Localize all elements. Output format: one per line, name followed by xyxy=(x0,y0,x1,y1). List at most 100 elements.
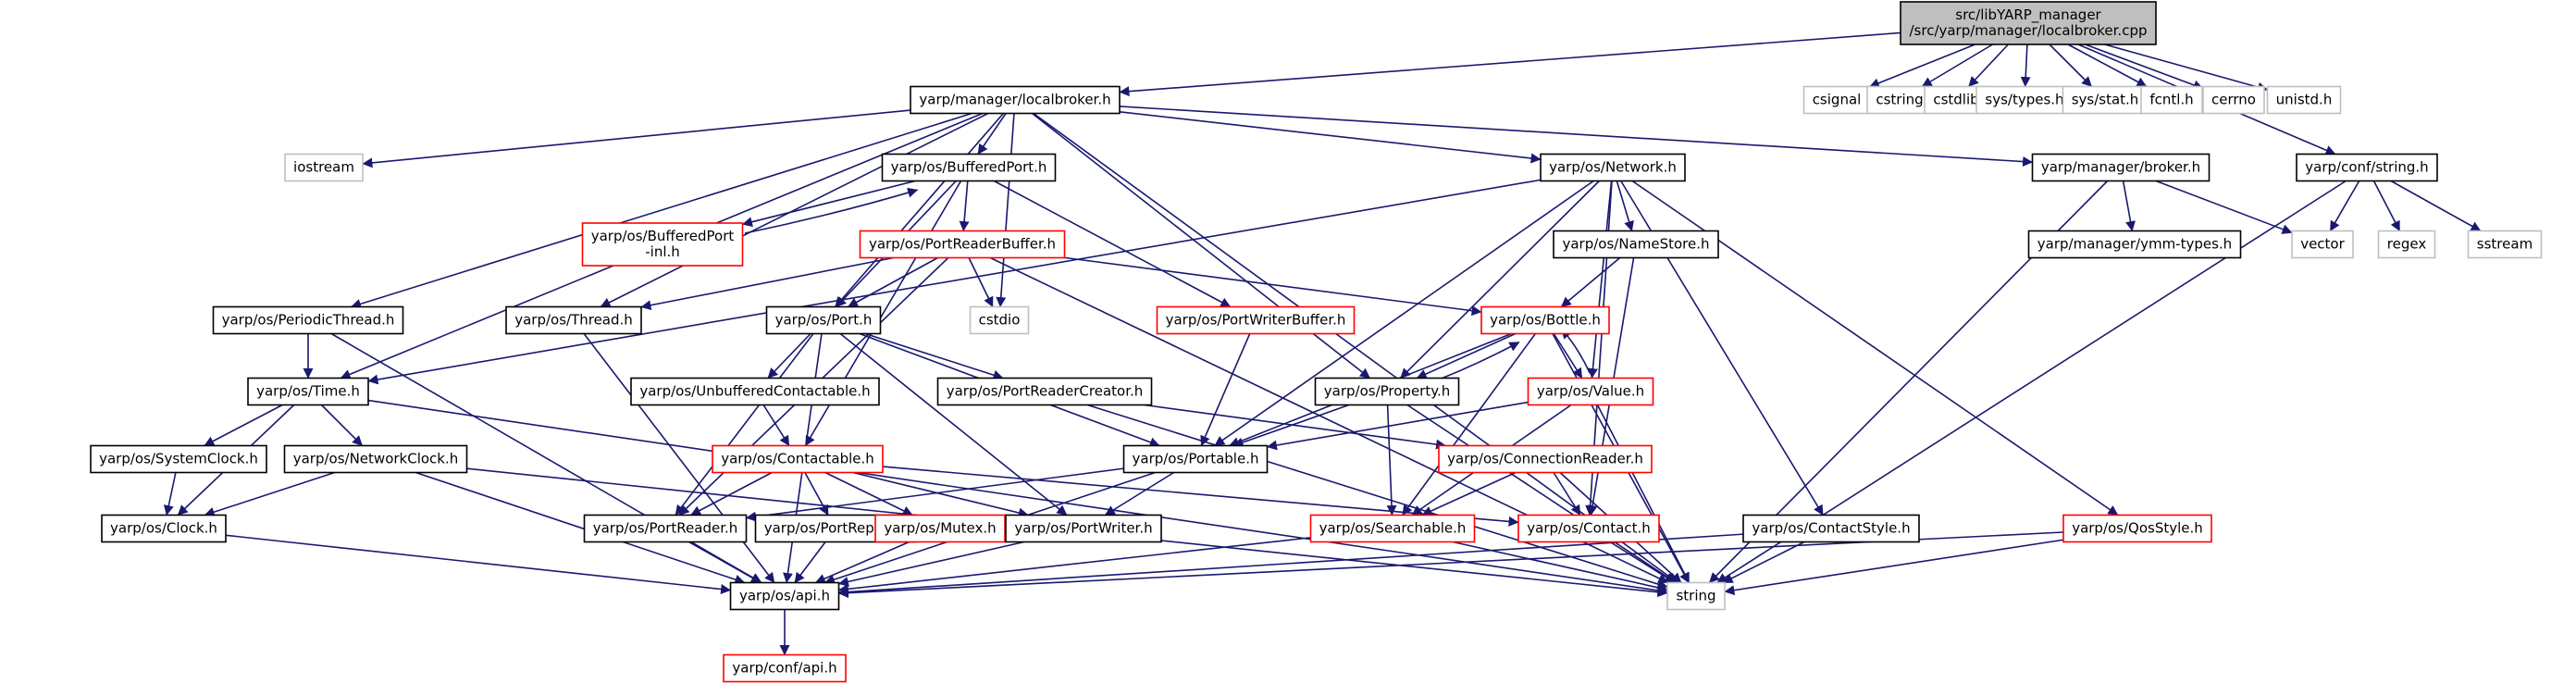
node-qosstyle[interactable]: yarp/os/QosStyle.h xyxy=(2062,514,2212,543)
edge-broker-to-vector xyxy=(2155,180,2293,234)
node-port[interactable]: yarp/os/Port.h xyxy=(765,305,882,335)
node-portwriter[interactable]: yarp/os/PortWriter.h xyxy=(1005,514,1162,543)
node-box xyxy=(2062,85,2149,115)
node-label: cstring xyxy=(1876,92,1923,108)
node-label: yarp/manager/ymm-types.h xyxy=(2037,236,2232,253)
node-label: -inl.h xyxy=(645,243,680,260)
edge-conf_string-to-regex xyxy=(2372,180,2401,231)
node-sstream: sstream xyxy=(2467,230,2543,259)
node-label: yarp/os/Mutex.h xyxy=(884,520,996,537)
edge-localbroker_h-to-network xyxy=(1119,110,1542,164)
node-box xyxy=(1802,85,1871,115)
node-box xyxy=(581,222,744,267)
node-label: yarp/os/Value.h xyxy=(1537,383,1644,400)
node-label: sstream xyxy=(2477,236,2533,253)
edge-connectionreader-to-contact xyxy=(1553,472,1581,516)
node-api[interactable]: yarp/os/api.h xyxy=(729,581,840,611)
node-label: yarp/os/Contactable.h xyxy=(721,451,874,467)
node-thread[interactable]: yarp/os/Thread.h xyxy=(505,305,642,335)
node-box xyxy=(2140,85,2203,115)
node-searchable[interactable]: yarp/os/Searchable.h xyxy=(1309,514,1476,543)
node-connectionreader[interactable]: yarp/os/ConnectionReader.h xyxy=(1438,444,1653,474)
node-label: vector xyxy=(2300,236,2345,253)
edge-localbroker_h-to-periodicthread xyxy=(351,112,972,309)
edge-searchable-to-api xyxy=(837,537,1311,594)
node-label: yarp/os/Network.h xyxy=(1549,159,1677,176)
node-ymm-types[interactable]: yarp/manager/ymm-types.h xyxy=(2027,230,2242,259)
edge-conf_string-to-sstream xyxy=(2390,180,2482,232)
edge-contactable-to-portreader xyxy=(690,471,773,516)
edge-value-to-string xyxy=(1596,404,1690,583)
node-box xyxy=(859,230,1066,259)
node-clock[interactable]: yarp/os/Clock.h xyxy=(101,514,227,543)
node-portreadercreator[interactable]: yarp/os/PortReaderCreator.h xyxy=(936,377,1153,406)
node-contactable[interactable]: yarp/os/Contactable.h xyxy=(712,444,884,474)
edge-localbroker_h-to-port xyxy=(835,112,1004,308)
node-localbroker-h[interactable]: yarp/manager/localbroker.h xyxy=(910,85,1121,115)
edge-time-to-string xyxy=(367,399,1668,596)
node-label: /src/yarp/manager/localbroker.cpp xyxy=(1909,22,2147,39)
node-box xyxy=(1005,514,1162,543)
node-portreader[interactable]: yarp/os/PortReader.h xyxy=(583,514,748,543)
node-label: yarp/conf/string.h xyxy=(2305,159,2428,176)
node-namestore[interactable]: yarp/os/NameStore.h xyxy=(1553,230,1719,259)
node-label: cerrno xyxy=(2211,92,2256,108)
node-time[interactable]: yarp/os/Time.h xyxy=(247,377,369,406)
node-network[interactable]: yarp/os/Network.h xyxy=(1540,153,1686,182)
node-unbufferedcontactable[interactable]: yarp/os/UnbufferedContactable.h xyxy=(630,377,880,406)
edge-time-to-networkclock xyxy=(320,404,364,447)
node-property[interactable]: yarp/os/Property.h xyxy=(1314,377,1460,406)
node-conf-string[interactable]: yarp/conf/string.h xyxy=(2296,153,2438,182)
node-conf-api[interactable]: yarp/conf/api.h xyxy=(723,653,847,683)
node-label: yarp/os/PortReaderBuffer.h xyxy=(869,236,1056,253)
edge-bufferedport_inl-to-bufferedport xyxy=(744,187,919,234)
node-box xyxy=(1527,377,1654,406)
node-box xyxy=(1438,444,1653,474)
node-mutex[interactable]: yarp/os/Mutex.h xyxy=(874,514,1006,543)
node-periodicthread[interactable]: yarp/os/PeriodicThread.h xyxy=(212,305,404,335)
node-label: yarp/os/BufferedPort xyxy=(591,228,735,244)
node-label: yarp/os/PortWriterBuffer.h xyxy=(1166,312,1346,329)
node-box xyxy=(1553,230,1719,259)
node-box xyxy=(729,581,840,611)
node-contact[interactable]: yarp/os/Contact.h xyxy=(1517,514,1660,543)
node-broker[interactable]: yarp/manager/broker.h xyxy=(2031,153,2211,182)
node-portable[interactable]: yarp/os/Portable.h xyxy=(1122,444,1269,474)
node-box xyxy=(283,444,468,474)
node-value[interactable]: yarp/os/Value.h xyxy=(1527,377,1654,406)
node-label: yarp/os/NameStore.h xyxy=(1562,236,1709,253)
node-networkclock[interactable]: yarp/os/NetworkClock.h xyxy=(283,444,468,474)
node-label: yarp/os/api.h xyxy=(739,588,830,604)
edge-portreaderbuffer-to-port xyxy=(848,256,938,308)
edge-conf_string-to-vector xyxy=(2329,180,2360,231)
node-bottle[interactable]: yarp/os/Bottle.h xyxy=(1480,305,1610,335)
edge-network-to-portable xyxy=(1214,180,1594,447)
edge-bottle-to-property xyxy=(1416,332,1517,379)
node-root[interactable]: src/libYARP_manager/src/yarp/manager/loc… xyxy=(1900,1,2157,45)
edge-portreadercreator-to-string xyxy=(1086,404,1668,590)
node-bufferedport-inl[interactable]: yarp/os/BufferedPort-inl.h xyxy=(581,222,744,267)
edge-portwriterbuffer-to-portable xyxy=(1200,333,1251,447)
node-label: yarp/os/PortReaderCreator.h xyxy=(947,383,1144,400)
edge-unbufferedcontactable-to-contactable xyxy=(762,404,790,446)
node-portreaderbuffer[interactable]: yarp/os/PortReaderBuffer.h xyxy=(859,230,1066,259)
node-label: yarp/os/SystemClock.h xyxy=(99,451,258,467)
edge-property-to-searchable xyxy=(1386,404,1397,516)
edge-bufferedport-to-portwriterbuffer xyxy=(993,180,1232,308)
node-csignal: csignal xyxy=(1802,85,1871,115)
edge-portreport-to-api xyxy=(794,541,826,583)
node-label: yarp/os/Property.h xyxy=(1324,383,1450,400)
node-systemclock[interactable]: yarp/os/SystemClock.h xyxy=(90,444,267,474)
edge-portreadercreator-to-connectionreader xyxy=(1144,404,1447,450)
edge-bottle-to-value xyxy=(1553,333,1583,379)
node-label: yarp/os/ConnectionReader.h xyxy=(1447,451,1643,467)
node-bufferedport[interactable]: yarp/os/BufferedPort.h xyxy=(881,153,1057,182)
edge-networkclock-to-api xyxy=(415,471,746,585)
edge-periodicthread-to-api xyxy=(330,332,762,584)
node-portwriterbuffer[interactable]: yarp/os/PortWriterBuffer.h xyxy=(1156,305,1356,335)
node-label: yarp/os/Bottle.h xyxy=(1490,312,1601,329)
node-box xyxy=(2296,153,2438,182)
node-sys-types: sys/types.h xyxy=(1975,85,2074,115)
node-box xyxy=(101,514,227,543)
node-contactstyle[interactable]: yarp/os/ContactStyle.h xyxy=(1742,514,1920,543)
